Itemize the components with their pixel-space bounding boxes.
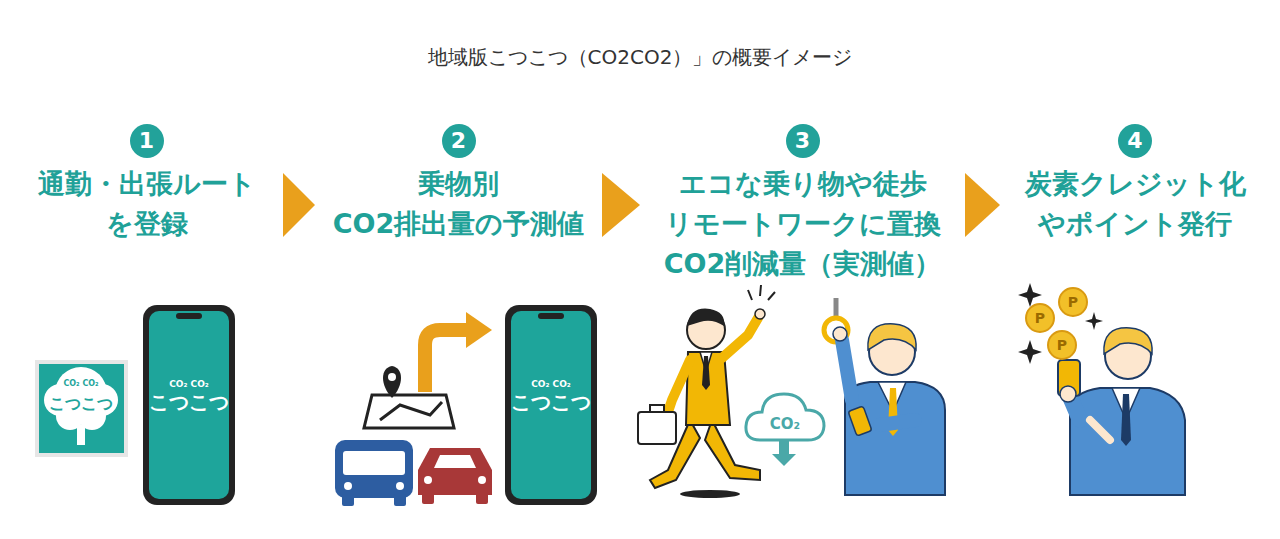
points-man — [1058, 328, 1185, 495]
commuter-part — [834, 298, 839, 318]
heading-line: 通勤・出張ルート — [10, 164, 283, 204]
heading-line: リモートワークに置換 — [640, 204, 965, 244]
step-number: 4 — [1118, 124, 1152, 158]
car-part — [424, 476, 432, 484]
step-heading: エコな乗り物や徒歩 リモートワークに置換 CO2削減量（実測値） — [640, 164, 965, 284]
sparkles-part — [1018, 340, 1042, 364]
car-part — [478, 476, 486, 484]
cloud-text: CO₂ — [725, 415, 845, 433]
bus-part — [343, 451, 405, 475]
heading-line: 炭素クレジット化 — [1000, 164, 1270, 204]
co2-cloud-part — [779, 440, 789, 454]
co2-cloud-part — [772, 454, 796, 466]
coin-mark: P — [1002, 337, 1122, 354]
walking-man-part — [702, 356, 710, 390]
smartphone-part — [538, 313, 564, 319]
heading-line: CO2排出量の予測値 — [315, 204, 602, 244]
diagram-title: 地域版こつこつ（CO2CO2）」の概要イメージ — [0, 44, 1280, 71]
bus — [335, 440, 413, 506]
walking-man-part — [638, 412, 676, 444]
coin-mark: P — [1013, 294, 1133, 311]
commuter-part — [842, 340, 852, 400]
step-number: 3 — [786, 124, 820, 158]
heading-line: やポイント発行 — [1000, 204, 1270, 244]
sparkles-part — [1085, 312, 1103, 330]
bus-part — [396, 482, 404, 490]
step-number: 1 — [130, 124, 164, 158]
app-icon-part — [77, 425, 85, 445]
app-logo-text: こつこつ — [21, 394, 141, 413]
step-number: 2 — [442, 124, 476, 158]
route-map-part — [364, 395, 454, 428]
walking-man-part — [755, 309, 765, 319]
commuter-part — [845, 382, 945, 495]
app-logo-text: CO₂ CO₂ — [129, 379, 249, 390]
coin-mark: P — [980, 310, 1100, 327]
sparkles-part — [1018, 283, 1042, 307]
step-column: 4 炭素クレジット化 やポイント発行 — [1000, 124, 1270, 244]
points-man-part — [1060, 386, 1076, 402]
bus-part — [344, 482, 352, 490]
car-part — [434, 455, 476, 468]
commuter-part — [868, 324, 916, 350]
walking-man-part — [687, 309, 724, 326]
walking-man-part — [748, 285, 775, 300]
walking-man-part — [680, 490, 740, 498]
commuter-part — [824, 318, 848, 342]
bus-part — [394, 494, 406, 506]
flow-chevron — [283, 173, 315, 237]
route-map-part — [388, 373, 396, 381]
heading-line: を登録 — [10, 204, 283, 244]
smartphone-part — [176, 313, 202, 319]
walking-man-part — [722, 318, 758, 358]
bus-part — [342, 494, 354, 506]
route-map-part — [380, 402, 442, 420]
step-column: 2 乗物別 CO2排出量の予測値 — [315, 124, 602, 244]
points-man-part — [1090, 420, 1110, 440]
commuter — [824, 298, 945, 495]
bent-arrow-part — [425, 330, 468, 392]
app-logo-text: こつこつ — [491, 390, 611, 414]
commuter-part — [880, 420, 915, 425]
step-heading: 炭素クレジット化 やポイント発行 — [1000, 164, 1270, 244]
step-heading: 乗物別 CO2排出量の予測値 — [315, 164, 602, 244]
flow-chevron — [965, 173, 1000, 237]
commuter-part — [833, 327, 847, 341]
points-man-part — [1121, 394, 1131, 446]
step-heading: 通勤・出張ルート を登録 — [10, 164, 283, 244]
commuter-part — [848, 406, 872, 436]
app-logo-text: CO₂ CO₂ — [491, 379, 611, 390]
route-map-part — [383, 366, 401, 398]
heading-line: 乗物別 — [315, 164, 602, 204]
bent-arrow-part — [466, 312, 492, 348]
heading-line: CO2削減量（実測値） — [640, 244, 965, 284]
car-part — [422, 492, 434, 504]
flow-chevron — [602, 173, 640, 237]
bus-part — [335, 440, 413, 498]
points-man-part — [1070, 388, 1185, 495]
heading-line: エコな乗り物や徒歩 — [640, 164, 965, 204]
walking-man-part — [650, 405, 664, 412]
points-man-part — [1104, 328, 1152, 354]
route-map — [364, 366, 454, 428]
car-part — [418, 448, 492, 495]
app-logo-text: CO₂ CO₂ — [21, 379, 141, 389]
bent-arrow — [425, 312, 492, 392]
car — [418, 448, 492, 504]
step-column: 3 エコな乗り物や徒歩 リモートワークに置換 CO2削減量（実測値） — [640, 124, 965, 284]
car-part — [476, 492, 488, 504]
app-logo-text: こつこつ — [129, 390, 249, 414]
step-column: 1 通勤・出張ルート を登録 — [10, 124, 283, 244]
walking-man-part — [668, 360, 690, 412]
walking-man — [638, 285, 775, 498]
